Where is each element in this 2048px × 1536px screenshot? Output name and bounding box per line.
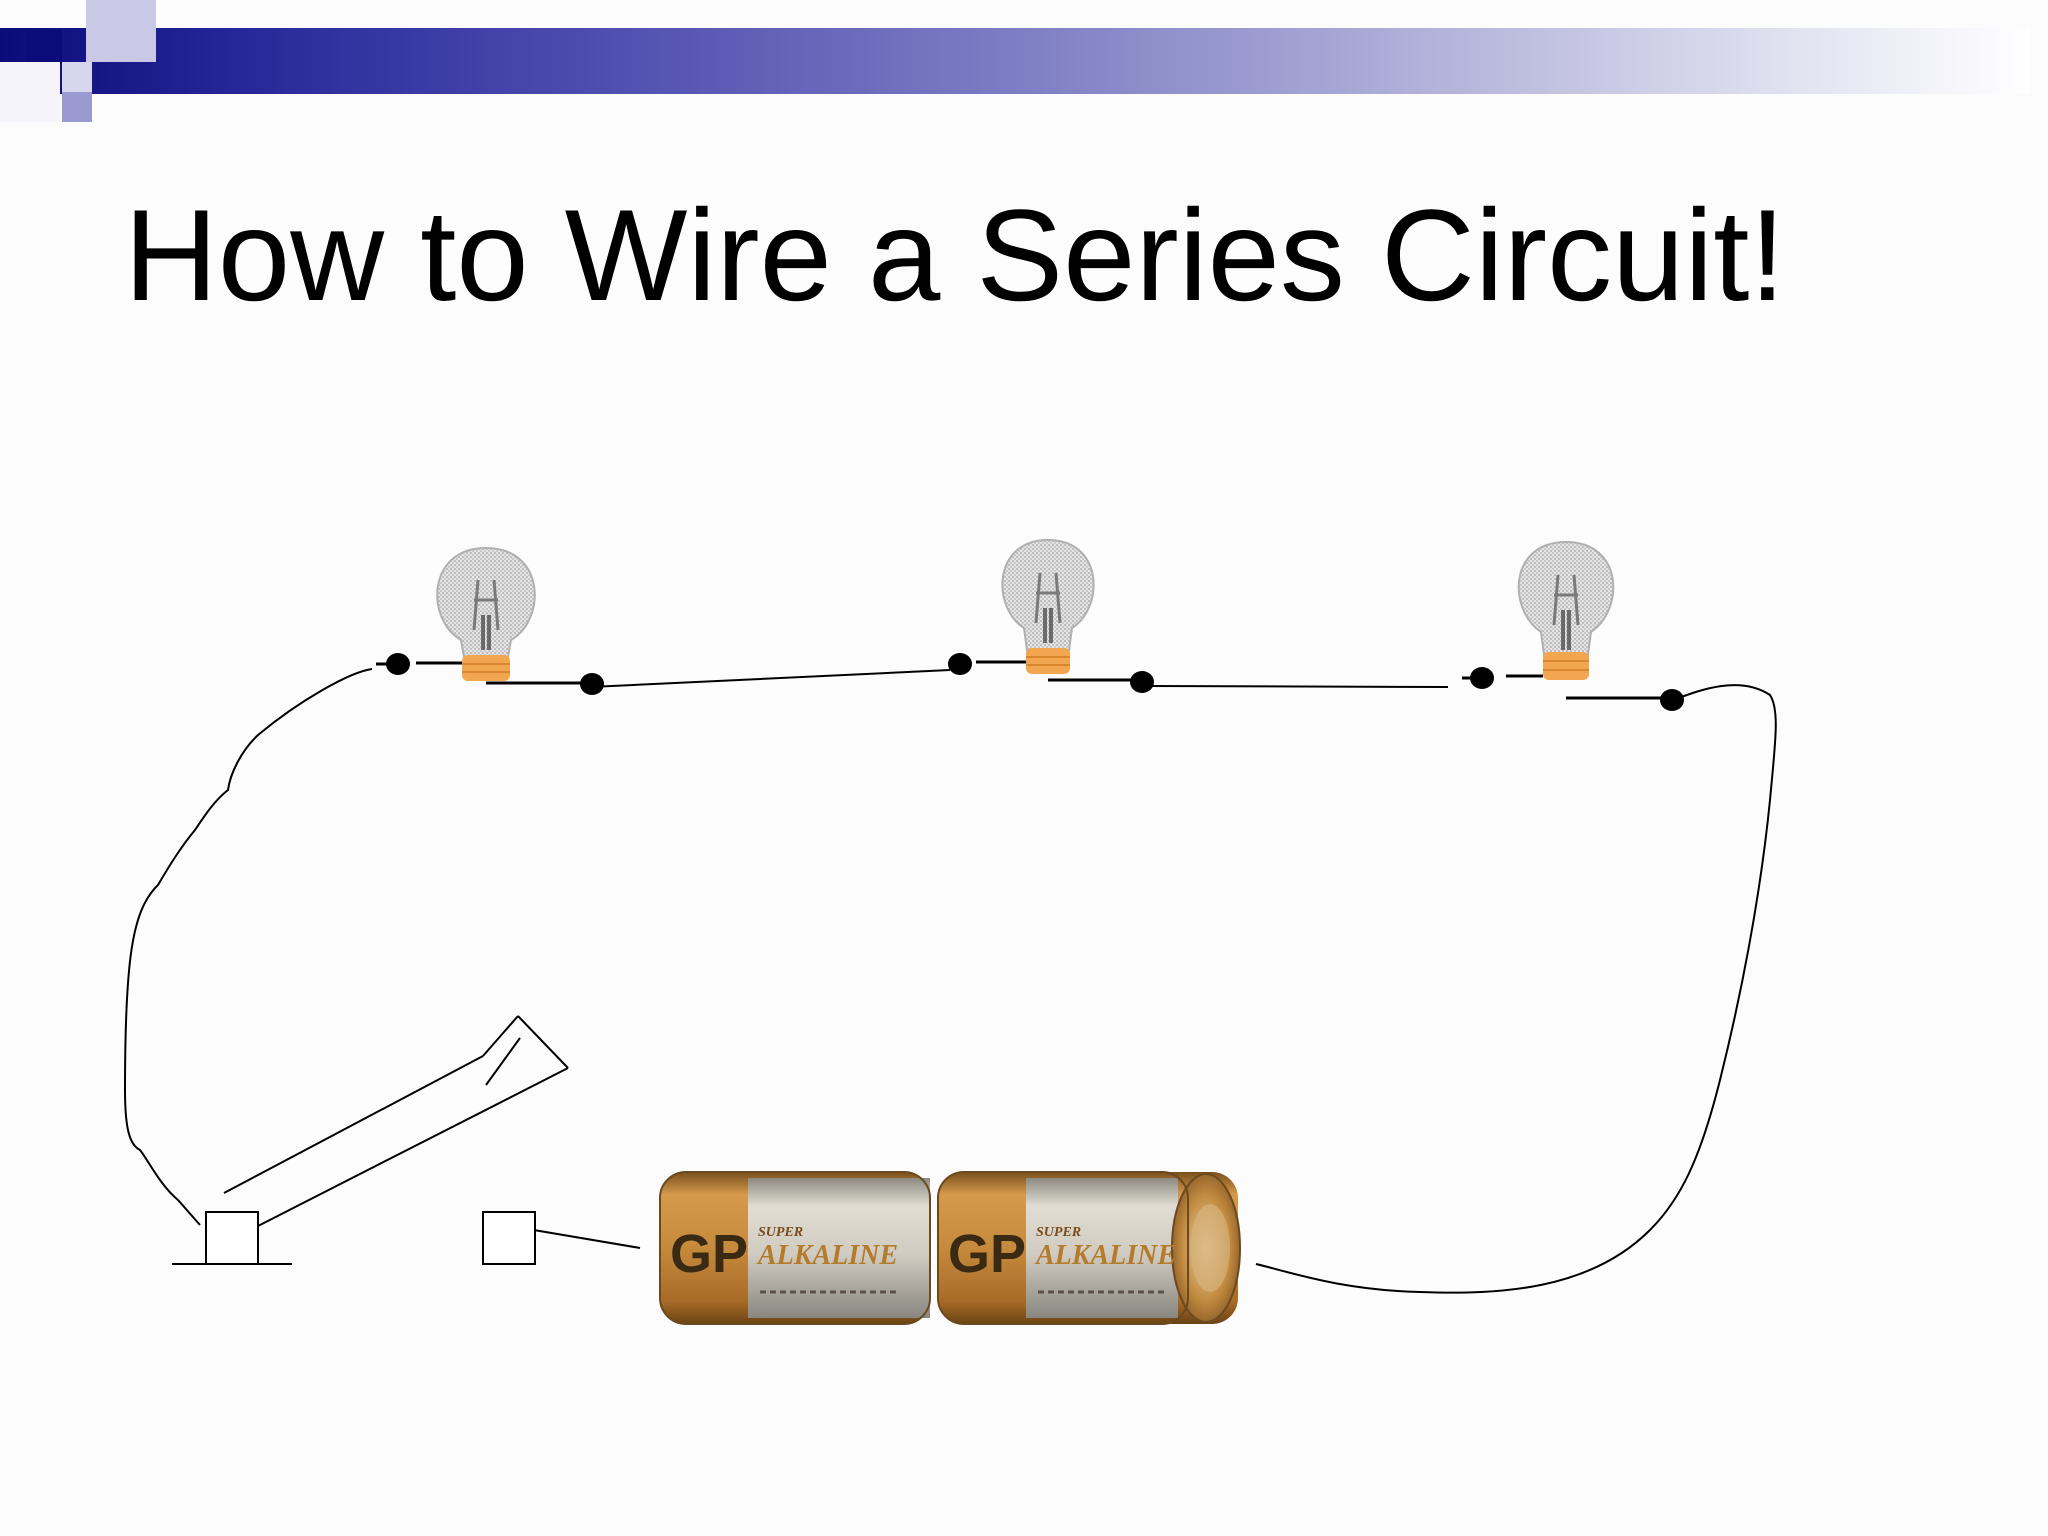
bulb-3 (1462, 540, 1684, 711)
switch-terminal-right (482, 1211, 536, 1265)
wire-bulb2-to-bulb3 (1146, 685, 1449, 688)
wire-left-loop (123, 668, 373, 1226)
battery-2: GP SUPER ALKALINE (937, 1171, 1241, 1325)
switch-terminal-left (205, 1211, 259, 1265)
knife-switch (172, 1015, 569, 1265)
slide-title: How to Wire a Series Circuit! (124, 182, 1786, 328)
bulb-2 (948, 538, 1154, 693)
battery-line1: SUPER (758, 1225, 803, 1240)
logo-square-small (62, 92, 92, 122)
switch-lever (223, 1015, 569, 1227)
battery-brand: GP (670, 1224, 748, 1284)
battery-brand: GP (948, 1224, 1026, 1284)
battery-line2: ALKALINE (756, 1240, 898, 1271)
bulb-1 (376, 546, 604, 695)
logo-square-light-mid (62, 62, 92, 92)
battery-line2: ALKALINE (1034, 1240, 1176, 1271)
wire-right-loop (1255, 684, 1777, 1294)
wire-bulb1-to-bulb2 (589, 669, 951, 688)
logo-square-white (0, 62, 60, 122)
title-bar-gradient (0, 28, 2030, 94)
battery-line1: SUPER (1036, 1225, 1081, 1240)
battery-1: GP SUPER ALKALINE (659, 1171, 931, 1325)
wire-switch-to-battery (515, 1226, 641, 1249)
logo-square-light-top (86, 0, 156, 62)
logo-square-dark (26, 30, 62, 64)
wires (123, 668, 1777, 1294)
